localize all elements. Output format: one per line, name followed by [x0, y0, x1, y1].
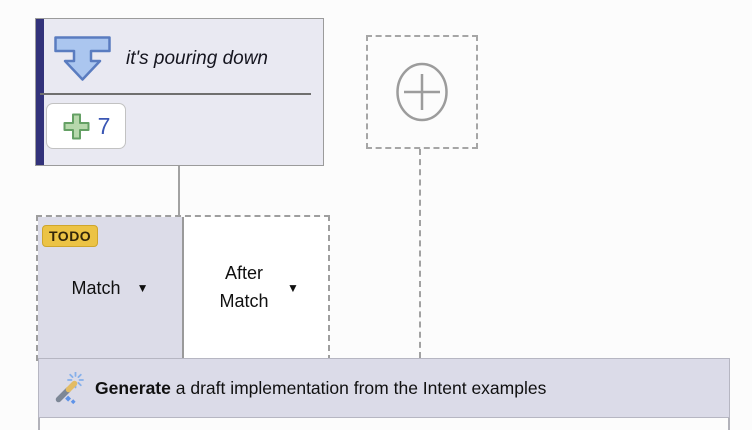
add-example-button[interactable]: 7: [46, 103, 126, 149]
after-match-dropdown-cell[interactable]: After Match ▼: [184, 217, 328, 359]
match-card: TODO Match ▼ After Match ▼: [36, 215, 330, 361]
connector-add-to-bar: [419, 149, 421, 358]
after-match-label: After Match: [219, 263, 269, 311]
add-node-card[interactable]: [366, 35, 478, 149]
match-dropdown-cell[interactable]: TODO Match ▼: [38, 217, 184, 359]
circle-plus-icon: [395, 61, 449, 123]
bar-right-edge-line: [728, 418, 730, 430]
chevron-down-icon[interactable]: ▼: [287, 281, 299, 295]
examples-count: 7: [97, 112, 111, 139]
magic-wand-icon: [54, 371, 85, 405]
generate-action-bar[interactable]: Generate a draft implementation from the…: [38, 358, 730, 418]
generate-action-text: Generate a draft implementation from the…: [95, 378, 546, 399]
generate-action-description: a draft implementation from the Intent e…: [170, 377, 547, 398]
generate-action-verb: Generate: [95, 377, 171, 398]
accent-strip: [36, 19, 44, 165]
intent-card[interactable]: it's pouring down 7: [35, 18, 324, 166]
intent-header: it's pouring down: [53, 31, 268, 87]
chevron-down-icon[interactable]: ▼: [136, 281, 149, 295]
intent-divider: [40, 93, 311, 95]
todo-badge: TODO: [42, 225, 99, 247]
bar-left-edge-line: [38, 418, 40, 430]
plus-icon: [62, 112, 91, 141]
connector-intent-to-match: [178, 166, 180, 215]
intent-title[interactable]: it's pouring down: [126, 48, 268, 69]
match-label: Match: [71, 277, 121, 298]
pour-down-icon: [53, 35, 112, 83]
